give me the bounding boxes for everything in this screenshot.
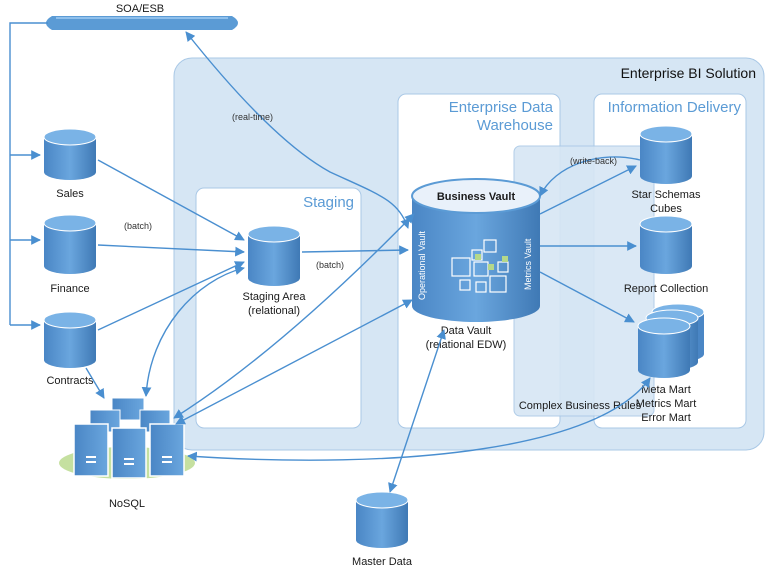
sales-database xyxy=(43,128,97,180)
flow-label-batch-staging: (batch) xyxy=(316,260,344,270)
database-cylinder-icon xyxy=(638,326,690,378)
staging-area-database xyxy=(247,225,301,286)
finance-database xyxy=(43,214,97,274)
vault-square-green xyxy=(488,264,494,270)
vault-square xyxy=(459,279,471,291)
flow-label-writeback: (write-back) xyxy=(570,156,617,166)
soa-esb-bus xyxy=(46,16,238,30)
meta-mart-label: Meta Mart xyxy=(641,384,691,396)
error-mart-label: Error Mart xyxy=(641,412,691,424)
database-cylinder-icon xyxy=(44,320,96,368)
database-cylinder-icon xyxy=(44,137,96,180)
database-cylinder-top xyxy=(637,317,691,335)
flow-contracts-to-nosql xyxy=(85,367,105,399)
metrics-vault-label: Metrics Vault xyxy=(523,238,533,290)
flow-vault-to-star xyxy=(539,165,637,215)
server-slot xyxy=(86,456,96,458)
star-schemas-label-line2: Cubes xyxy=(650,203,682,215)
master-data-label: Master Data xyxy=(352,556,413,568)
database-cylinder-top xyxy=(639,125,693,143)
source-trunk-line xyxy=(9,22,48,325)
flow-writeback xyxy=(539,156,641,197)
report-collection-label: Report Collection xyxy=(624,283,708,295)
flow-label-realtime: (real-time) xyxy=(232,112,273,122)
metrics-mart-label: Metrics Mart xyxy=(636,398,697,410)
report-collection-database xyxy=(639,215,693,274)
vault-square xyxy=(489,275,507,293)
enterprise-bi-solution-title: Enterprise BI Solution xyxy=(621,65,756,81)
sales-label: Sales xyxy=(56,188,84,200)
star-schemas-label-line1: Star Schemas xyxy=(631,189,701,201)
staging-area-label-line1: Staging Area xyxy=(243,291,307,303)
data-vault-database xyxy=(411,178,541,322)
server-icon xyxy=(73,423,109,477)
contracts-database xyxy=(43,311,97,368)
server-slot xyxy=(124,458,134,460)
server-slot xyxy=(162,461,172,463)
server-icon xyxy=(149,423,185,477)
database-cylinder-icon xyxy=(44,223,96,274)
database-cylinder-top xyxy=(43,214,97,232)
server-slot xyxy=(124,463,134,465)
finance-label: Finance xyxy=(50,283,89,295)
edw-title-line2: Warehouse xyxy=(477,117,553,134)
vault-square-green xyxy=(502,256,508,262)
operational-vault-label: Operational Vault xyxy=(417,231,427,300)
server-icon xyxy=(111,427,147,479)
database-cylinder-top xyxy=(355,491,409,509)
flow-vault-master-data xyxy=(388,329,446,493)
marts-databases xyxy=(637,303,705,378)
database-cylinder-top xyxy=(43,128,97,146)
database-cylinder-icon xyxy=(640,134,692,184)
data-vault-label-line1: Data Vault xyxy=(441,325,492,337)
star-schemas-database xyxy=(639,125,693,184)
staging-area-label-line2: (relational) xyxy=(248,305,300,317)
vault-square xyxy=(475,281,487,293)
info-delivery-title: Information Delivery xyxy=(608,99,742,116)
flow-nosql-to-marts xyxy=(187,377,651,462)
database-cylinder-icon xyxy=(640,224,692,274)
server-slot xyxy=(86,461,96,463)
edw-title-line1: Enterprise Data xyxy=(449,99,554,116)
flow-realtime-esb-to-vault xyxy=(185,31,410,229)
data-vault-squares-icon xyxy=(451,257,471,277)
master-data-database xyxy=(355,491,409,548)
database-cylinder-top xyxy=(43,311,97,329)
server-slot xyxy=(162,456,172,458)
nosql-label: NoSQL xyxy=(109,498,145,510)
database-cylinder-icon xyxy=(356,500,408,548)
soa-esb-label: SOA/ESB xyxy=(116,3,164,15)
vault-square xyxy=(483,239,497,253)
flow-label-batch-sources: (batch) xyxy=(124,221,152,231)
database-cylinder-top xyxy=(639,215,693,233)
flow-vault-to-marts xyxy=(539,271,635,323)
nosql-cluster xyxy=(59,397,195,479)
staging-title: Staging xyxy=(303,194,354,211)
vault-square-green xyxy=(475,254,481,260)
business-vault-label: Business Vault xyxy=(437,191,516,203)
contracts-label: Contracts xyxy=(46,375,94,387)
complex-business-rules-label: Complex Business Rules xyxy=(519,400,642,412)
database-cylinder-top xyxy=(247,225,301,243)
